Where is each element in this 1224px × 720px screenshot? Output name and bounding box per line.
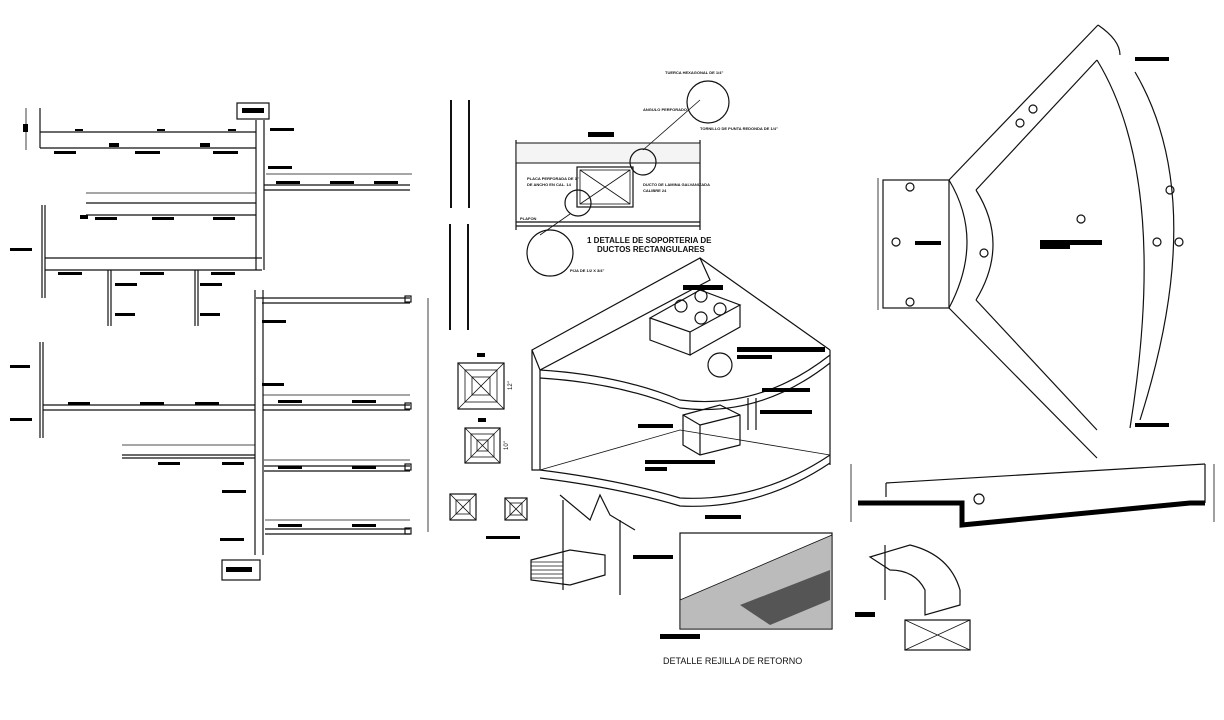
- rectangular-duct: [576, 166, 634, 208]
- note-duct-1: DUCTO DE LAMINA GALVANIZADA: [643, 182, 710, 187]
- grille-diffuser-icon: [457, 362, 505, 410]
- support-detail-title-1: 1 DETALLE DE SOPORTERIA DE: [587, 236, 712, 245]
- diffuser-dim-large: 12": [508, 381, 514, 390]
- diffuser-dim-medium: 10": [504, 441, 510, 450]
- note-duct-2: CALIBRE 24: [643, 188, 667, 193]
- supply-unit-box: [236, 102, 270, 120]
- note-pin: PIJA DE 1/2 X 3/4": [570, 268, 605, 273]
- support-detail-title-2: DUCTOS RECTANGULARES: [597, 245, 705, 254]
- support-detail: TUERCA HEXAGONAL DE 1/4" ANGULO PERFORAD…: [515, 70, 778, 277]
- duct-elbow-detail: [855, 544, 971, 651]
- section-elevation: [850, 463, 1215, 528]
- duct-tag-icon: [404, 295, 412, 303]
- return-unit-box: [221, 559, 261, 581]
- condenser-fan-icon: [648, 289, 742, 356]
- note-screw: TORNILLO DE PUNTA REDONDA DE 1/4": [700, 126, 778, 131]
- isometric-building-section: [531, 257, 831, 507]
- radial-floor-plan: [877, 24, 1184, 459]
- break-line-icon: [449, 100, 470, 330]
- return-grille-louvers: [531, 561, 563, 579]
- return-grille-detail: DETALLE REJILLA DE RETORNO: [530, 493, 833, 666]
- note-plate-2: DE ANCHO EN CAL. 14: [527, 182, 572, 187]
- note-angle: ANGULO PERFORADO: [643, 107, 687, 112]
- duct-plan-layout: [10, 102, 429, 581]
- return-grille-title: DETALLE REJILLA DE RETORNO: [663, 656, 802, 666]
- note-plate-1: PLACA PERFORADA DE 1": [527, 176, 579, 181]
- diffuser-grilles: 12" 10": [449, 353, 528, 539]
- note-ceiling: PLAFON: [520, 216, 537, 221]
- note-nut: TUERCA HEXAGONAL DE 1/4": [665, 70, 723, 75]
